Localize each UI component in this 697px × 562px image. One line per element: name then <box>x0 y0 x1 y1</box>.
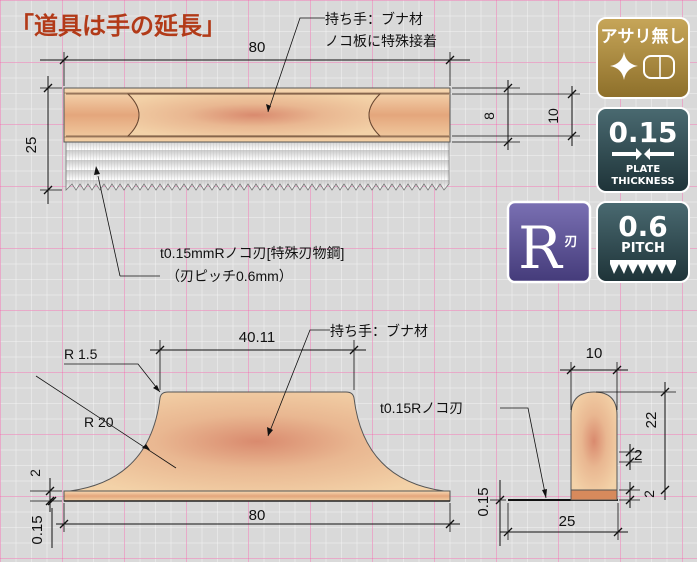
badge-r-blade: R 刃 <box>506 200 592 284</box>
top-height-label: 25 <box>23 137 40 154</box>
pitch-label: PITCH <box>621 241 665 256</box>
top-view: 80 持ち手：ブナ材 ノコ板に特殊接着 25 8 10 t0.15mmRノコ刃[… <box>23 11 580 284</box>
top-width-label: 80 <box>249 39 266 56</box>
side-width-label: 80 <box>249 507 266 524</box>
end-mid-height-label: 2 <box>634 447 642 464</box>
badge-no-set: アサリ無し <box>596 17 690 99</box>
side-top-width-label: 40.11 <box>239 329 275 346</box>
saw-blade <box>65 141 450 191</box>
end-base-block <box>570 489 618 501</box>
side-blade-thickness-label: 0.15 <box>29 515 46 544</box>
end-blade-note: t0.15Rノコ刃 <box>380 400 463 416</box>
side-handle <box>69 391 445 492</box>
slot-height-label: 8 <box>481 112 497 120</box>
r-blade-r: R <box>518 214 564 282</box>
blade-note-line2: （刃ピッチ0.6mm） <box>166 268 293 284</box>
end-handle-profile <box>570 391 618 491</box>
badge-plate-thickness: 0.15 PLATE THICKNESS <box>596 107 690 193</box>
end-height-label: 22 <box>643 412 660 429</box>
top-handle-note-line2: ノコ板に特殊接着 <box>325 33 437 49</box>
pitch-value: 0.6 <box>618 210 668 243</box>
arrow-right-icon <box>612 148 642 160</box>
side-base-height-label: 2 <box>27 469 43 477</box>
badge-no-set-label: アサリ無し <box>601 26 686 47</box>
handle-height-label: 10 <box>545 108 561 124</box>
end-width-label: 10 <box>586 345 603 362</box>
sparkle-icon <box>610 52 638 80</box>
end-view: 10 t0.15Rノコ刃 22 2 2 0.15 <box>380 345 676 546</box>
side-handle-note: 持ち手：ブナ材 <box>330 323 428 339</box>
corner-radius-label: R 1.5 <box>64 346 98 362</box>
end-total-width-label: 25 <box>559 513 576 530</box>
arrow-left-icon <box>644 148 674 160</box>
page-title: 「道具は手の延長」 <box>10 12 226 40</box>
plate-label-line2: THICKNESS <box>611 176 674 187</box>
teeth-icon <box>610 260 676 274</box>
side-base-strip <box>63 490 451 502</box>
plate-label-line1: PLATE <box>626 164 660 175</box>
r-blade-kanji: 刃 <box>564 235 577 250</box>
badge-pitch: 0.6 PITCH <box>596 201 690 283</box>
handle-grip <box>126 93 382 137</box>
blade-note-line1: t0.15mmRノコ刃[特殊刃物鋼] <box>160 245 344 261</box>
end-base-height-label: 2 <box>641 490 657 498</box>
plate-value: 0.15 <box>608 116 677 149</box>
end-blade-thickness-label: 0.15 <box>475 487 492 516</box>
curve-radius-label: R 20 <box>84 414 114 430</box>
top-handle-note-line1: 持ち手：ブナ材 <box>325 11 423 27</box>
side-view: 40.11 持ち手：ブナ材 R 1.5 R 20 2 0.15 80 <box>27 323 460 548</box>
blade-edge-icon <box>643 55 675 79</box>
